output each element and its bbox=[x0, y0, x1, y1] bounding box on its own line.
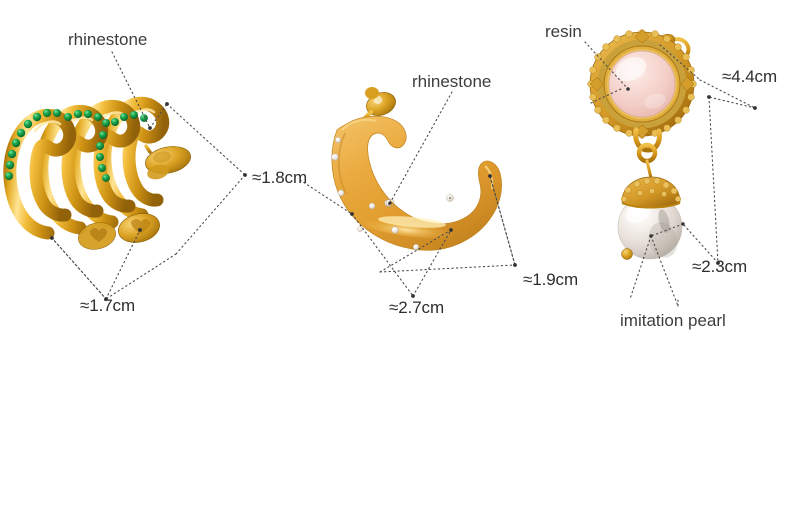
earring-back-disc-1b bbox=[78, 222, 116, 250]
drop-connector-loop bbox=[633, 127, 662, 180]
dimension-label-1-8cm: ≈1.8cm bbox=[252, 168, 308, 187]
rhinestone-row-emerald-4 bbox=[111, 111, 148, 126]
dimension-label-1-7cm: ≈1.7cm bbox=[80, 296, 136, 315]
product-resin-pearl-drop-earring bbox=[584, 29, 757, 307]
earring-back-disc-1 bbox=[118, 213, 160, 243]
label-imitation-pearl: imitation pearl bbox=[620, 311, 726, 330]
leader-lines-product-2 bbox=[299, 91, 516, 297]
earring-back-nut-2 bbox=[350, 87, 396, 133]
imitation-pearl-drop bbox=[617, 176, 683, 260]
pearl-cap bbox=[621, 176, 682, 209]
resin-medallion bbox=[587, 29, 697, 139]
product-claw-hoop-earring bbox=[3, 51, 247, 301]
dimension-points-product-3 bbox=[626, 87, 757, 265]
dimension-label-1-9cm: ≈1.9cm bbox=[523, 270, 579, 289]
leader-lines-product-3 bbox=[584, 41, 756, 307]
label-rhinestone-product-2: rhinestone bbox=[412, 72, 492, 91]
leader-lines-product-1 bbox=[51, 51, 246, 300]
dimension-points-product-1 bbox=[50, 102, 247, 301]
crescent-body bbox=[331, 115, 502, 251]
dimension-label-4-4cm: ≈4.4cm bbox=[722, 67, 778, 86]
label-rhinestone-product-1: rhinestone bbox=[68, 30, 148, 49]
dimension-label-2-7cm: ≈2.7cm bbox=[389, 298, 445, 317]
rhinestone-row-emerald-2 bbox=[64, 109, 110, 127]
dimension-label-2-3cm: ≈2.3cm bbox=[692, 257, 748, 276]
rhinestone-row-emerald-1 bbox=[4, 108, 61, 181]
label-resin: resin bbox=[545, 22, 582, 41]
earring-back-nut-1 bbox=[144, 144, 191, 180]
product-crescent-dome-earring bbox=[299, 87, 517, 298]
dimension-points-product-2 bbox=[350, 174, 517, 298]
rhinestone-row-emerald-3 bbox=[96, 131, 110, 182]
